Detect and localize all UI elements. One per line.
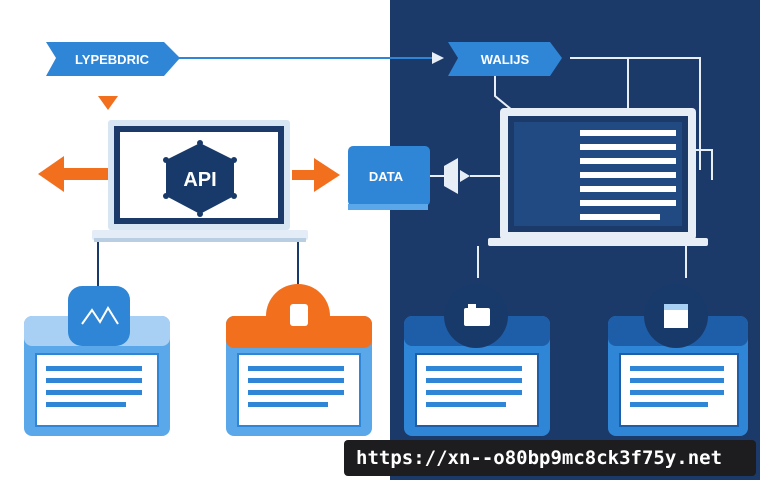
left-tag-label: LYPEBDRIC xyxy=(75,52,150,67)
api-label: API xyxy=(183,169,216,191)
server-laptop xyxy=(488,108,708,246)
top-connector-arrowhead xyxy=(432,52,444,64)
data-tag: DATA xyxy=(348,146,430,210)
wave-icon xyxy=(81,306,119,325)
cloud-1 xyxy=(68,286,130,346)
right-tag-label: WALIJS xyxy=(481,52,530,67)
cloud-2 xyxy=(266,284,330,348)
folder-4 xyxy=(608,316,748,436)
cloud-3 xyxy=(444,284,508,348)
server-screen-lines xyxy=(580,130,676,220)
right-arrow-icon xyxy=(292,158,340,192)
api-badge-icon: API xyxy=(163,140,237,217)
folder-1 xyxy=(24,316,170,436)
cloud-4 xyxy=(644,284,708,348)
down-arrow-icon xyxy=(98,96,118,110)
document-icon xyxy=(290,304,308,326)
folder-3 xyxy=(404,316,550,436)
right-tag: WALIJS xyxy=(448,42,562,76)
left-arrow-icon xyxy=(38,156,108,192)
server-side-cable xyxy=(696,149,713,180)
right-tag-connector xyxy=(494,76,513,111)
right-top-connector xyxy=(570,57,701,170)
left-tag: LYPEBDRIC xyxy=(46,42,180,76)
toolbox-icon xyxy=(464,308,490,326)
plug-icon xyxy=(430,158,508,194)
watermark-url: https://xn--o80bp9mc8ck3f75y.net xyxy=(344,440,756,476)
data-tag-label: DATA xyxy=(369,169,404,184)
